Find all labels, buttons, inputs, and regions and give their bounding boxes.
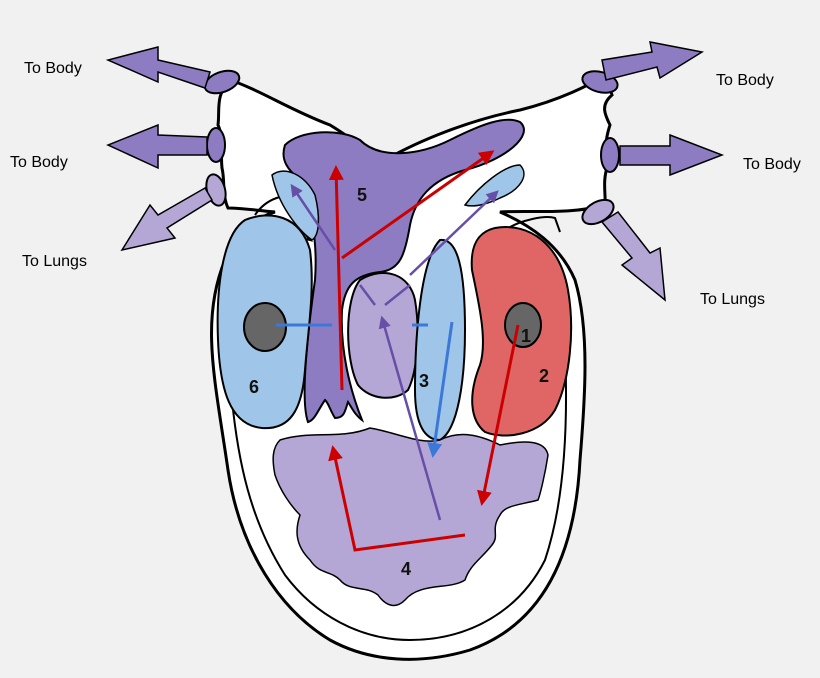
red-arrow-up-left	[328, 165, 344, 391]
vessel-mid-right	[600, 137, 620, 173]
number-2: 2	[539, 366, 549, 386]
number-5: 5	[357, 185, 367, 205]
outflow-arrow-lower-right	[600, 211, 666, 302]
red-arrow-right-down	[477, 324, 520, 506]
label-to-lungs-right: To Lungs	[700, 291, 765, 308]
middle-light-region	[347, 271, 419, 399]
outflow-arrow-upper-right	[601, 41, 705, 81]
label-to-lungs-left: To Lungs	[22, 253, 87, 270]
purple-arrow-upper-right	[409, 190, 499, 276]
outflow-arrow-mid-left	[106, 123, 208, 170]
label-to-body-lower-left: To Body	[10, 154, 68, 171]
purple-arrow-long	[378, 315, 442, 521]
label-to-body-lower-right: To Body	[743, 156, 801, 173]
number-1: 1	[521, 326, 531, 346]
number-6: 6	[249, 377, 259, 397]
purple-stroke-b	[384, 284, 411, 306]
vessel-mid-left	[206, 127, 226, 163]
number-3: 3	[419, 371, 429, 391]
purple-arrow-upper-left	[290, 183, 337, 251]
outflow-arrow-mid-right	[619, 133, 725, 177]
purple-stroke-a	[359, 284, 376, 306]
red-arrow-bottom	[328, 445, 466, 552]
outflow-arrow-lower-left	[120, 186, 214, 252]
red-arrow-diagonal	[341, 150, 495, 260]
blue-arrow-down	[427, 321, 454, 458]
number-4: 4	[401, 559, 411, 579]
chamber-4	[272, 427, 549, 607]
label-to-body-upper-left: To Body	[24, 60, 82, 77]
outflow-arrow-upper-left	[105, 46, 211, 89]
label-to-body-upper-right: To Body	[716, 72, 774, 89]
node-left	[243, 302, 287, 352]
node-right	[504, 302, 542, 348]
